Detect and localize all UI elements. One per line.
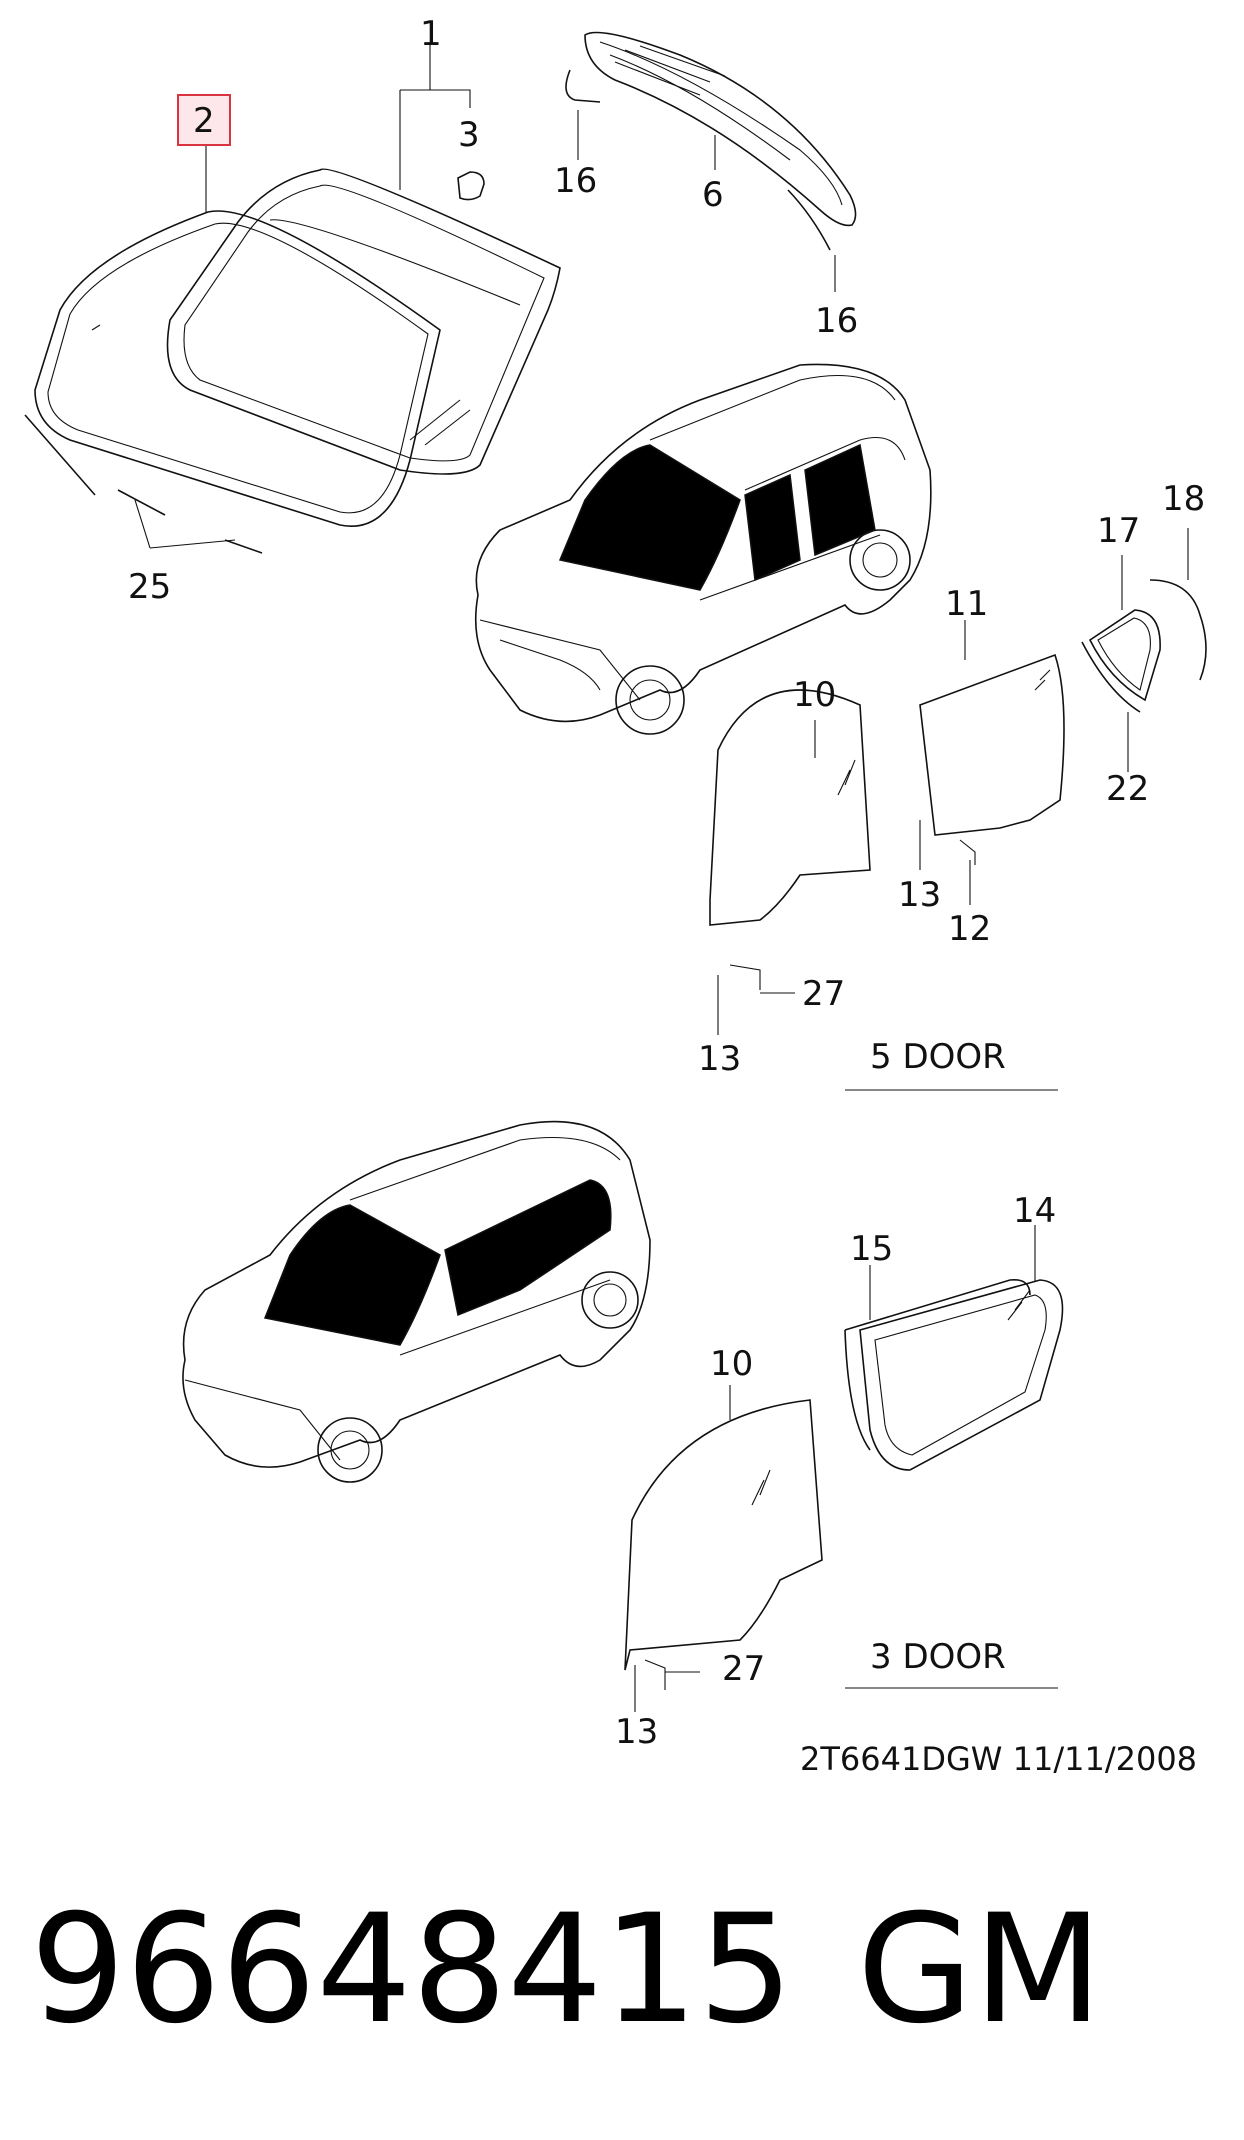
seal-strip-lower[interactable] — [787, 189, 831, 251]
callout-27-3door[interactable]: 27 — [722, 1649, 765, 1689]
rear-hatch-glass[interactable] — [584, 31, 857, 227]
callout-12[interactable]: 12 — [948, 909, 991, 949]
rear-door-glass[interactable] — [919, 653, 1065, 865]
callout-27-5door[interactable]: 27 — [802, 974, 845, 1014]
front-door-glass-3door[interactable] — [624, 1399, 823, 1690]
callout-13-5door[interactable]: 13 — [698, 1039, 741, 1079]
callout-14[interactable]: 14 — [1013, 1191, 1056, 1231]
callout-16-bottom[interactable]: 16 — [815, 301, 858, 341]
section-3-door: 3 DOOR — [870, 1637, 1006, 1677]
callout-1[interactable]: 1 — [420, 14, 442, 54]
molding-strips[interactable] — [24, 414, 263, 554]
callout-6[interactable]: 6 — [702, 175, 724, 215]
highlight-box[interactable] — [177, 94, 231, 146]
five-door-front-window — [744, 473, 801, 582]
five-door-car — [474, 363, 932, 735]
quarter-seal-15[interactable] — [844, 1278, 1031, 1451]
five-door-windshield — [558, 444, 741, 591]
clip-part[interactable] — [457, 171, 485, 201]
quarter-molding-18[interactable] — [1149, 579, 1207, 681]
callout-13-rear[interactable]: 13 — [898, 875, 941, 915]
callout-10-3door[interactable]: 10 — [710, 1344, 753, 1384]
callout-3[interactable]: 3 — [458, 115, 480, 155]
callout-22[interactable]: 22 — [1106, 769, 1149, 809]
callout-18[interactable]: 18 — [1162, 479, 1205, 519]
five-door-rear-window — [804, 443, 876, 557]
callout-13-3door[interactable]: 13 — [615, 1712, 658, 1752]
three-door-car — [182, 1120, 651, 1483]
rear-quarter-glass-3door[interactable] — [859, 1279, 1064, 1471]
brand-name: GM — [857, 1883, 1103, 2057]
windshield-glass[interactable] — [34, 210, 441, 527]
seal-strip-upper[interactable] — [565, 69, 601, 103]
drawing-code: 2T6641DGW 11/11/2008 — [800, 1740, 1197, 1778]
quarter-seal-22[interactable] — [1081, 641, 1141, 713]
leader-lines — [134, 45, 1189, 1712]
windshield-assembly[interactable] — [166, 168, 561, 475]
quarter-window-glass[interactable] — [1088, 609, 1161, 702]
part-number: 96648415 — [30, 1883, 794, 2057]
part-number-bar: 96648415 GM — [22, 1895, 1222, 2075]
front-door-glass-5door[interactable] — [709, 689, 871, 990]
callout-25[interactable]: 25 — [128, 567, 171, 607]
callout-15[interactable]: 15 — [850, 1229, 893, 1269]
section-5-door: 5 DOOR — [870, 1037, 1006, 1077]
callout-11[interactable]: 11 — [945, 584, 988, 624]
callout-2[interactable]: 2 — [193, 101, 215, 141]
three-door-side-window — [444, 1179, 612, 1317]
callout-16-top[interactable]: 16 — [554, 161, 597, 201]
callout-10-5door[interactable]: 10 — [793, 675, 836, 715]
three-door-windshield — [263, 1204, 441, 1346]
callout-17[interactable]: 17 — [1097, 511, 1140, 551]
parts-diagram: 2 1 3 16 6 16 25 18 17 11 10 22 13 12 27… — [24, 14, 1207, 1778]
